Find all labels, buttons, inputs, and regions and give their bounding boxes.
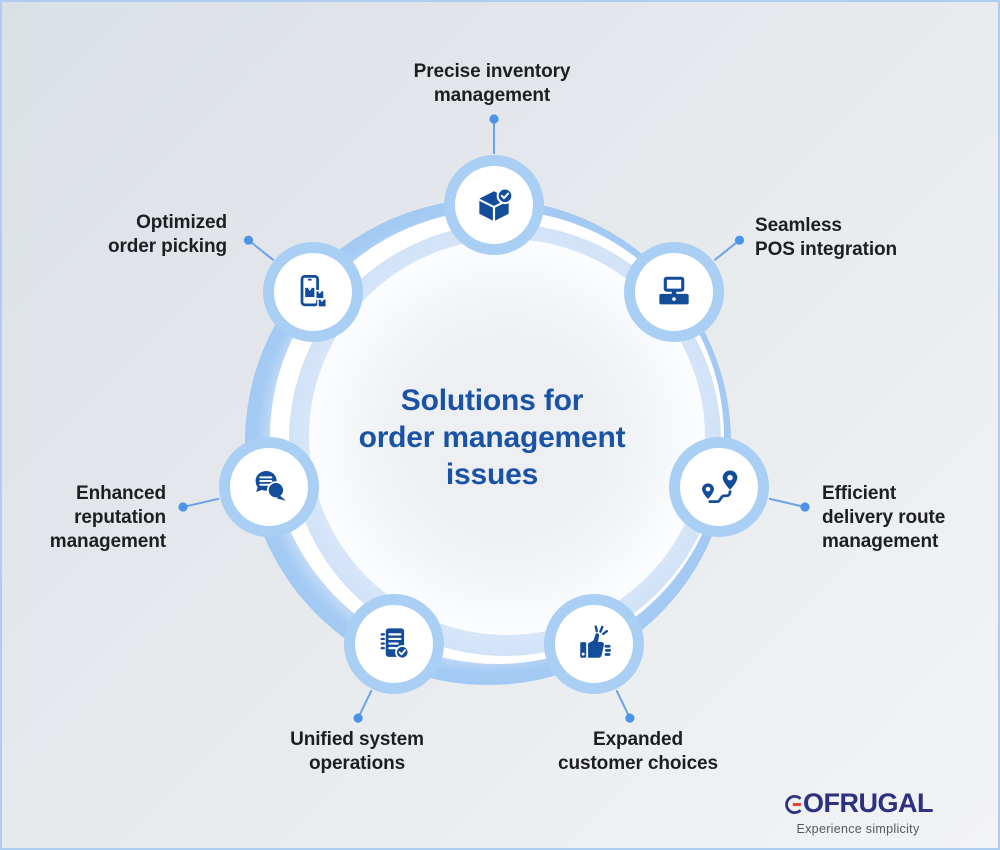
logo-g-icon <box>785 794 802 814</box>
pos-terminal-icon <box>659 276 689 305</box>
node-delivery-route <box>669 437 769 537</box>
label-line: order picking <box>107 236 227 257</box>
label-line: management <box>49 531 166 552</box>
label-line: Efficient <box>822 483 897 504</box>
label-line: Enhanced <box>76 483 166 504</box>
thumbs-up-icon <box>580 625 611 658</box>
label-line: management <box>433 85 551 106</box>
label-reputation: Enhanced reputation management <box>50 482 166 554</box>
label-line: Expanded <box>593 729 683 750</box>
label-customer-choices: Expanded customer choices <box>488 728 788 776</box>
label-line: Precise inventory <box>413 61 571 82</box>
phone-boxes-icon <box>300 275 328 308</box>
chat-bubbles-icon <box>255 470 286 501</box>
node-order-picking <box>263 242 363 342</box>
gofrugal-logo: OFRUGAL Experience simplicity <box>783 788 933 836</box>
label-line: Seamless <box>755 215 842 236</box>
label-line: reputation <box>74 507 166 528</box>
document-check-icon <box>380 628 410 660</box>
label-line: operations <box>308 753 406 774</box>
node-reputation <box>219 437 319 537</box>
logo-tagline: Experience simplicity <box>796 822 920 836</box>
label-delivery-route: Efficient delivery route management <box>822 482 945 554</box>
label-line: management <box>822 531 939 552</box>
inventory-box-check-icon <box>479 187 514 221</box>
logo-text: OFRUGAL <box>803 788 933 818</box>
label-line: Optimized <box>136 212 227 233</box>
label-unified-operations: Unified system operations <box>207 728 507 776</box>
label-pos-integration: Seamless POS integration <box>755 214 897 262</box>
label-line: customer choices <box>558 753 718 774</box>
diagram-title: Solutions for order management issues <box>292 382 692 493</box>
label-line: POS integration <box>755 239 898 260</box>
delivery-route-icon <box>702 470 738 504</box>
label-line: Unified system <box>290 729 424 750</box>
label-order-picking: Optimized order picking <box>108 211 227 259</box>
node-precise-inventory <box>444 155 544 255</box>
node-unified-operations <box>344 594 444 694</box>
label-line: delivery route <box>822 507 946 528</box>
title-line: Solutions for <box>400 384 584 417</box>
label-precise-inventory: Precise inventory management <box>342 60 642 108</box>
logo-wordmark: OFRUGAL <box>783 788 933 819</box>
node-customer-choices <box>544 594 644 694</box>
title-line: issues <box>445 458 539 491</box>
title-line: order management <box>358 421 626 454</box>
node-pos-integration <box>624 242 724 342</box>
